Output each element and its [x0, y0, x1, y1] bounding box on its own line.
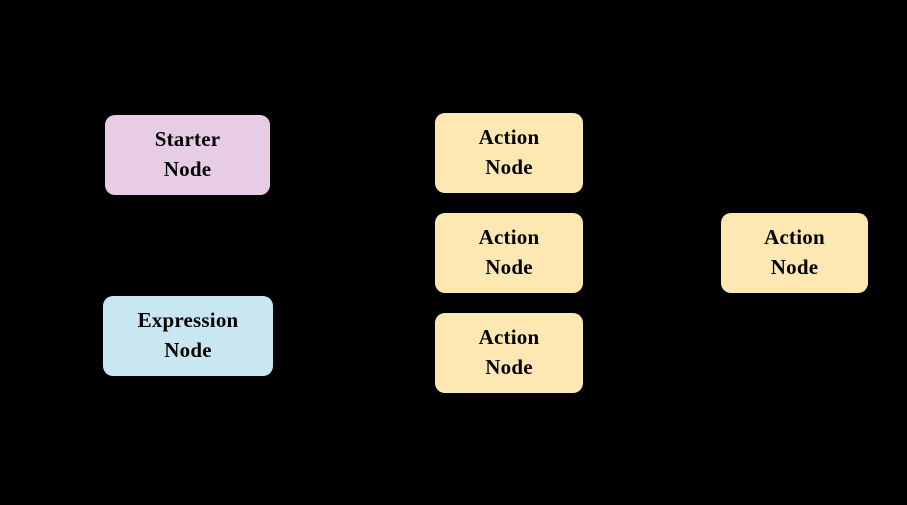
- edge-starter-to-action-1: [269, 149, 436, 157]
- node-action-node-2[interactable]: Action Node: [435, 213, 583, 293]
- edge-expression-to-action-2: [272, 249, 436, 331]
- node-label: Action Node: [478, 225, 540, 279]
- node-expression-node[interactable]: Expression Node: [103, 296, 273, 376]
- node-action-node-4[interactable]: Action Node: [721, 213, 868, 293]
- node-label: Action Node: [478, 125, 540, 179]
- node-label: Action Node: [478, 325, 540, 379]
- edge-starter-to-expression: [184, 195, 192, 296]
- node-action-node-1[interactable]: Action Node: [435, 113, 583, 193]
- edge-action-2-to-action-4: [583, 249, 721, 257]
- node-starter-node[interactable]: Starter Node: [105, 115, 270, 195]
- node-label: Expression Node: [137, 308, 239, 362]
- node-action-node-3[interactable]: Action Node: [435, 313, 583, 393]
- node-label: Action Node: [764, 225, 825, 279]
- edge-expression-to-action-3: [272, 344, 436, 357]
- node-label: Starter Node: [154, 127, 221, 181]
